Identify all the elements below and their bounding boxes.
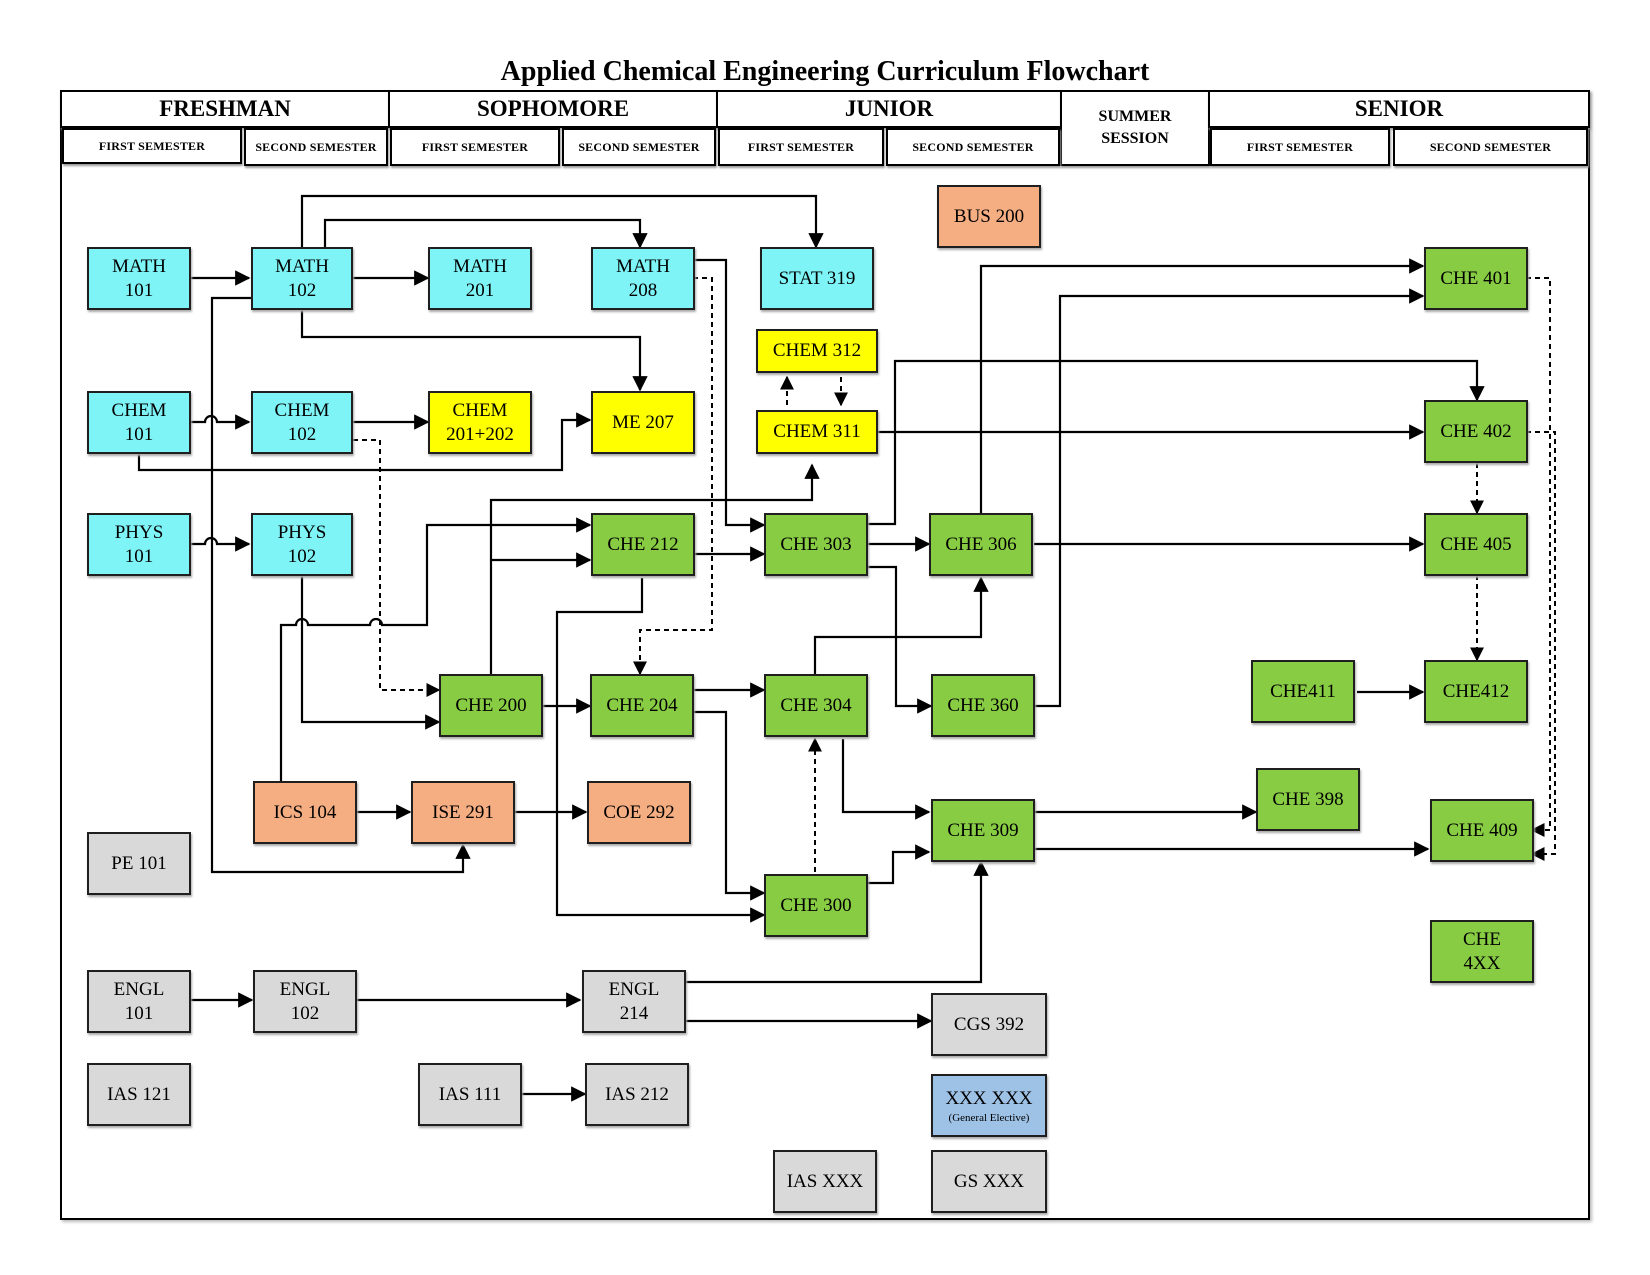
course-math101[interactable]: MATH 101 <box>87 247 191 310</box>
arrow-math102-me207 <box>300 309 648 392</box>
freshman-first-semester: FIRST SEMESTER <box>62 128 242 164</box>
arrow-math102-stat319 <box>300 194 824 249</box>
course-math201[interactable]: MATH 201 <box>428 247 532 310</box>
arrow-phys102-che200 <box>300 575 441 730</box>
course-general-elective[interactable]: XXX XXX (General Elective) <box>931 1074 1047 1137</box>
course-che304[interactable]: CHE 304 <box>764 674 868 737</box>
course-che212[interactable]: CHE 212 <box>591 513 695 576</box>
course-engl102[interactable]: ENGL 102 <box>253 970 357 1033</box>
arrow-che303-che402 <box>866 359 1485 526</box>
course-che405[interactable]: CHE 405 <box>1424 513 1528 576</box>
freshman-second-semester: SECOND SEMESTER <box>244 128 388 166</box>
course-ise291[interactable]: ISE 291 <box>411 781 515 844</box>
course-ias121[interactable]: IAS 121 <box>87 1063 191 1126</box>
dashed-che402-che409 <box>1526 431 1556 861</box>
arrow-chem101-me207 <box>137 412 592 472</box>
arrow-math102-ise291 <box>210 296 471 874</box>
course-che409[interactable]: CHE 409 <box>1430 799 1534 862</box>
header-junior: JUNIOR <box>716 90 1062 128</box>
course-ias212[interactable]: IAS 212 <box>585 1063 689 1126</box>
course-che402[interactable]: CHE 402 <box>1424 400 1528 463</box>
course-chem312[interactable]: CHEM 312 <box>756 329 878 373</box>
arrow-phys101-phys102 <box>191 536 251 552</box>
course-math208[interactable]: MATH 208 <box>591 247 695 310</box>
arrow-che306-che401 <box>979 258 1425 513</box>
course-che300[interactable]: CHE 300 <box>764 874 868 937</box>
course-cgs392[interactable]: CGS 392 <box>931 993 1047 1056</box>
course-che401[interactable]: CHE 401 <box>1424 247 1528 310</box>
course-engl214[interactable]: ENGL 214 <box>582 970 686 1033</box>
arrow-che300-che309 <box>866 844 931 885</box>
course-engl101[interactable]: ENGL 101 <box>87 970 191 1033</box>
course-che303[interactable]: CHE 303 <box>764 513 868 576</box>
course-chem102[interactable]: CHEM 102 <box>251 391 353 454</box>
course-gsxxx[interactable]: GS XXX <box>931 1150 1047 1213</box>
junior-second-semester: SECOND SEMESTER <box>886 128 1060 166</box>
arrow-engl214-che309 <box>686 860 989 984</box>
senior-first-semester: FIRST SEMESTER <box>1210 128 1390 166</box>
header-senior: SENIOR <box>1208 90 1590 128</box>
dashed-math208-che204 <box>633 277 713 676</box>
senior-second-semester: SECOND SEMESTER <box>1393 128 1588 166</box>
arrow-che360-che401 <box>1034 288 1425 708</box>
course-che398[interactable]: CHE 398 <box>1256 768 1360 831</box>
sophomore-first-semester: FIRST SEMESTER <box>390 128 560 166</box>
sophomore-second-semester: SECOND SEMESTER <box>562 128 716 166</box>
course-che306[interactable]: CHE 306 <box>929 513 1033 576</box>
course-che411[interactable]: CHE411 <box>1251 660 1355 723</box>
course-che309[interactable]: CHE 309 <box>931 799 1035 862</box>
course-che4xx[interactable]: CHE 4XX <box>1430 920 1534 983</box>
general-elective-note: (General Elective) <box>948 1111 1030 1124</box>
course-math102[interactable]: MATH 102 <box>251 247 353 310</box>
arrow-che212-che300 <box>555 578 766 923</box>
page-title: Applied Chemical Engineering Curriculum … <box>500 56 1150 87</box>
arrow-che304-che309 <box>841 739 931 820</box>
general-elective-code: XXX XXX <box>945 1087 1033 1109</box>
course-che360[interactable]: CHE 360 <box>931 674 1035 737</box>
arrow-chem101-chem102 <box>191 414 251 430</box>
course-iasxxx[interactable]: IAS XXX <box>773 1150 877 1213</box>
course-stat319[interactable]: STAT 319 <box>760 247 874 310</box>
header-sophomore: SOPHOMORE <box>388 90 718 128</box>
course-ics104[interactable]: ICS 104 <box>253 781 357 844</box>
course-coe292[interactable]: COE 292 <box>587 781 691 844</box>
arrow-che204-che300 <box>693 710 766 901</box>
course-pe101[interactable]: PE 101 <box>87 832 191 895</box>
course-chem101[interactable]: CHEM 101 <box>87 391 191 454</box>
arrow-che304-che306 <box>813 576 989 674</box>
course-che204[interactable]: CHE 204 <box>590 674 694 737</box>
course-phys101[interactable]: PHYS 101 <box>87 513 191 576</box>
course-chem201[interactable]: CHEM 201+202 <box>428 391 532 454</box>
course-me207[interactable]: ME 207 <box>591 391 695 454</box>
course-phys102[interactable]: PHYS 102 <box>251 513 353 576</box>
arrow-che200-chem311 <box>489 463 820 674</box>
header-summer-session: SUMMER SESSION <box>1060 90 1210 166</box>
junior-first-semester: FIRST SEMESTER <box>718 128 884 166</box>
course-chem311[interactable]: CHEM 311 <box>756 410 878 454</box>
course-bus200[interactable]: BUS 200 <box>937 185 1041 248</box>
dashed-chem102-che200 <box>353 439 441 697</box>
arrow-ics104-che212 <box>279 517 592 781</box>
header-freshman: FRESHMAN <box>60 90 390 128</box>
course-che200[interactable]: CHE 200 <box>439 674 543 737</box>
arrow-math208-che303 <box>693 258 766 533</box>
arrow-math102-math208 <box>323 218 648 249</box>
dashed-che401-che409 <box>1526 277 1551 837</box>
course-ias111[interactable]: IAS 111 <box>418 1063 522 1126</box>
course-che412[interactable]: CHE412 <box>1424 660 1528 723</box>
